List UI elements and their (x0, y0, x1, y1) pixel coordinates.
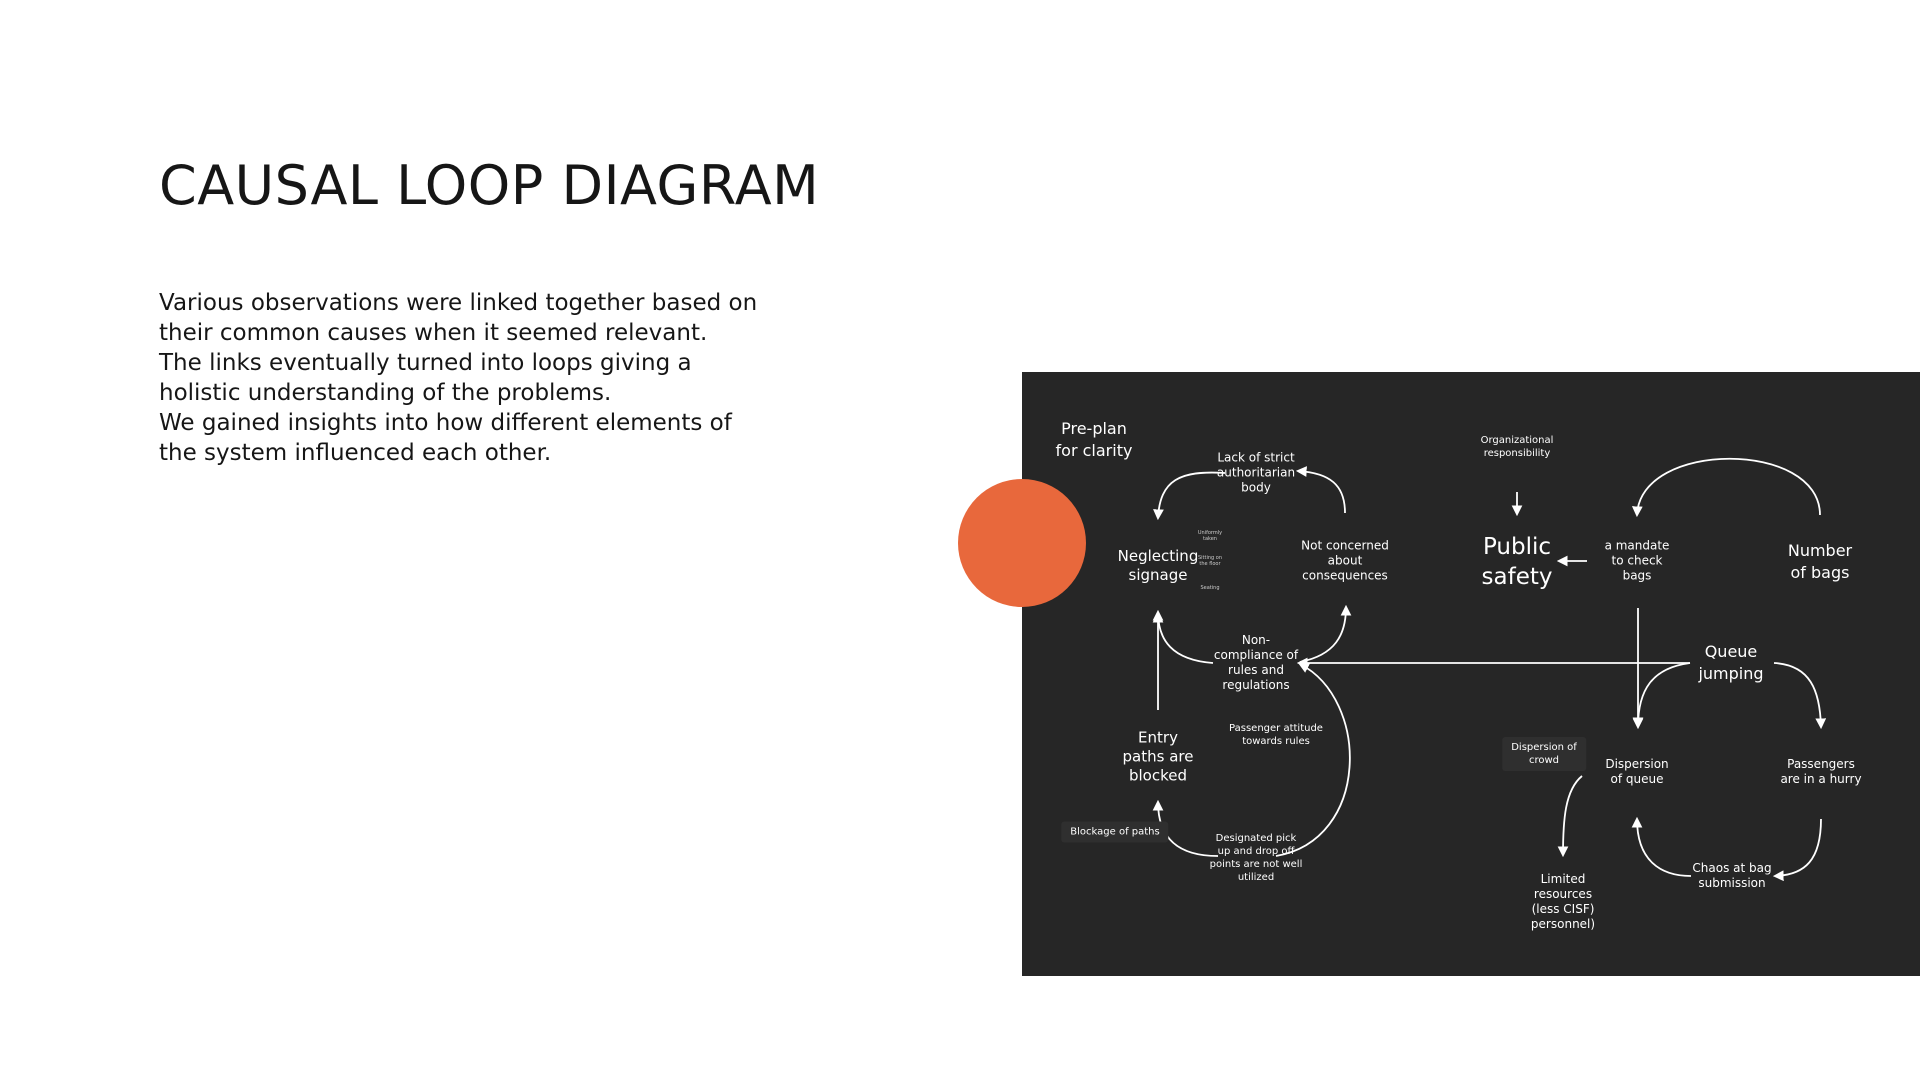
description-line: their common causes when it seemed relev… (159, 320, 708, 346)
edge-lack-to-neglecting (1153, 471, 1226, 521)
edge-notconcerned-to-lack (1295, 466, 1346, 514)
page-title: CAUSAL LOOP DIAGRAM (159, 154, 820, 217)
edge-dispersion-to-limited (1557, 775, 1583, 858)
edge-numberbags-to-mandate (1631, 458, 1821, 518)
description-line: the system influenced each other. (159, 440, 552, 466)
node-seating: Seating (1200, 585, 1220, 591)
edge-hurry-to-chaos (1772, 818, 1822, 882)
description-line: holistic understanding of the problems. (159, 380, 612, 406)
diagram-panel (1022, 372, 1920, 976)
edge-noncompliance-to-notconcerned (1299, 604, 1352, 663)
accent-circle (958, 479, 1086, 607)
edge-queue-to-hurry (1773, 662, 1827, 730)
description-line: We gained insights into how different el… (159, 410, 732, 436)
edge-pickup-to-noncompliance (1275, 663, 1351, 857)
edge-chaos-to-dispersion (1631, 816, 1692, 877)
description-line: Various observations were linked togethe… (159, 290, 758, 316)
edge-pickup-to-entry (1152, 799, 1219, 857)
node-blockage-paths: Blockage of paths (1061, 821, 1169, 843)
description: Various observations were linked togethe… (159, 288, 779, 468)
edge-noncompliance-to-neglecting (1152, 609, 1214, 664)
description-line: The links eventually turned into loops g… (159, 350, 692, 376)
edge-queue-to-dispersion (1632, 662, 1691, 730)
